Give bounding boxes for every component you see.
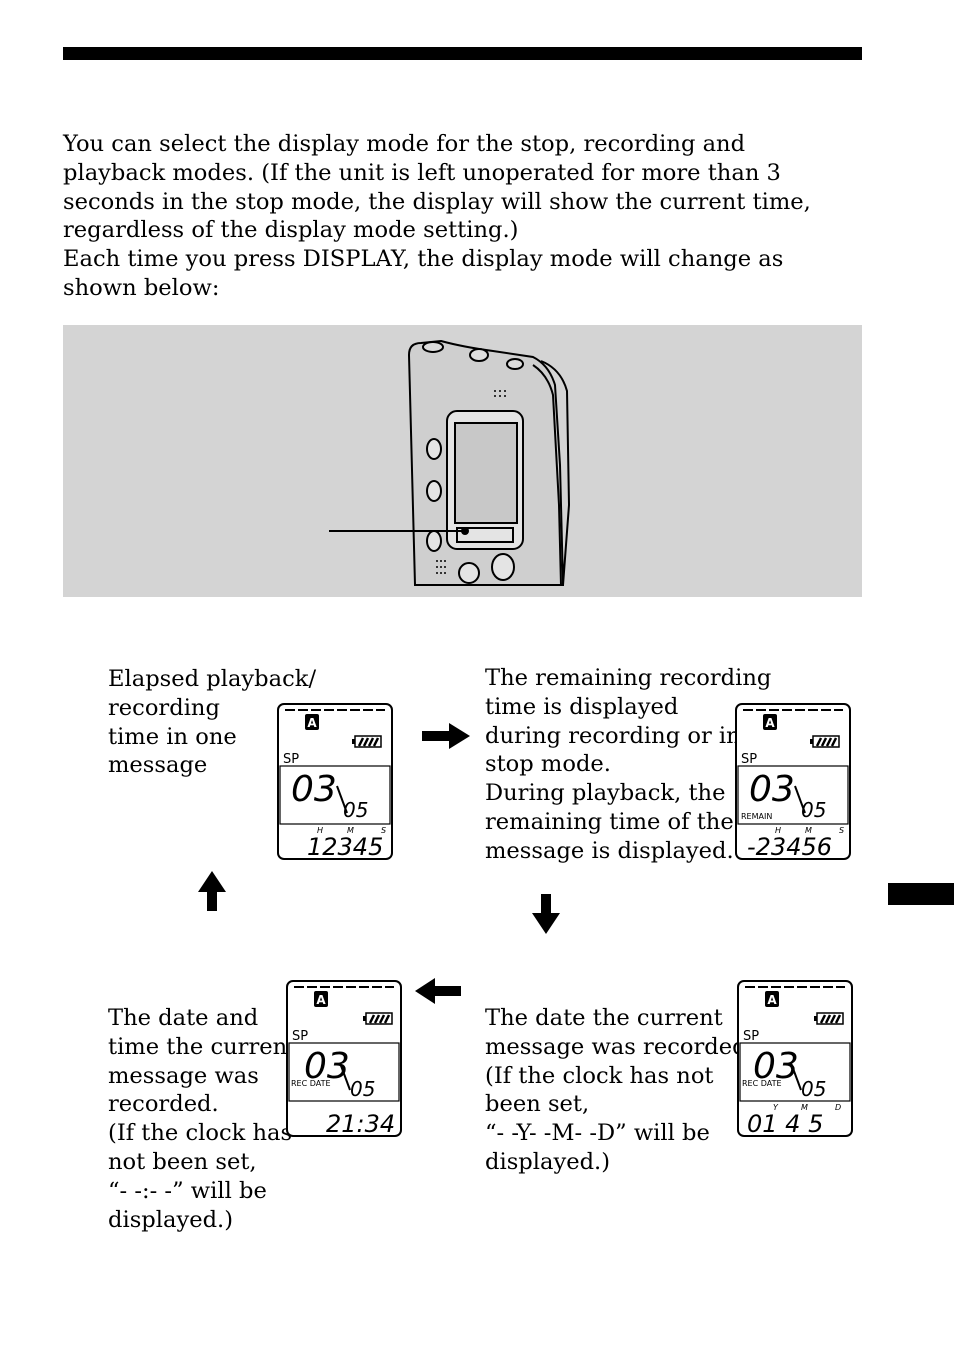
caption-line: message was recorded.: [485, 1033, 754, 1060]
caption-line: time is displayed: [485, 693, 679, 720]
mode-remaining-caption: The remaining recording time is displaye…: [485, 664, 771, 866]
arrow-left-icon: [415, 978, 461, 1004]
caption-line: “- -:- -” will be: [108, 1177, 267, 1204]
caption-line: displayed.): [108, 1206, 234, 1233]
caption-line: The date the current: [485, 1005, 723, 1031]
total-messages: 05: [801, 1077, 826, 1101]
arrow-up-icon: [198, 871, 226, 911]
mode-label: SP: [283, 752, 299, 767]
caption-line: recording: [108, 694, 220, 721]
sub-label: REC DATE: [742, 1079, 782, 1088]
caption-line: recorded.: [108, 1091, 219, 1118]
arrow-down-icon: [532, 894, 560, 934]
unit-label: M: [347, 826, 354, 835]
sub-label: REC DATE: [291, 1079, 331, 1088]
total-messages: 05: [350, 1077, 375, 1101]
caption-line: been set,: [485, 1091, 590, 1118]
mode-elapsed-caption: Elapsed playback/ recording time in one …: [108, 665, 316, 780]
arrow-right-icon: [422, 723, 470, 749]
total-messages: 05: [343, 798, 368, 822]
caption-line: remaining time of the: [485, 808, 734, 835]
time-value: -23456: [747, 833, 832, 860]
mode-rec-time-caption: The date and time the current message wa…: [108, 1004, 296, 1234]
caption-line: “- -Y- -M- -D” will be: [485, 1120, 710, 1147]
total-messages: 05: [801, 798, 826, 822]
mode-rec-date-caption: The date the current message was recorde…: [485, 1004, 754, 1177]
battery-icon: [810, 735, 840, 748]
caption-line: not been set,: [108, 1148, 257, 1175]
section-thumb-tab: [888, 883, 954, 905]
folder-label: A: [767, 993, 777, 1007]
folder-label: A: [316, 993, 326, 1007]
unit-label: M: [805, 826, 812, 835]
intro-text: You can select the display mode for the …: [63, 130, 853, 303]
device-illustration: [63, 325, 862, 597]
caption-line: during recording or in: [485, 722, 741, 749]
sub-label: REMAIN: [741, 812, 772, 821]
unit-label: H: [775, 826, 781, 835]
unit-label: S: [839, 826, 844, 835]
time-value: 21:34: [326, 1110, 395, 1137]
caption-line: Elapsed playback/: [108, 666, 317, 692]
caption-line: displayed.): [485, 1148, 611, 1175]
message-number: 03: [749, 769, 795, 810]
mode-label: SP: [292, 1029, 308, 1044]
lcd-display-remaining: A SP 03 05 REMAIN H M S -23456: [735, 703, 851, 860]
caption-line: (If the clock has not: [485, 1062, 714, 1089]
unit-label: H: [317, 826, 323, 835]
battery-icon: [814, 1012, 844, 1025]
intro-paragraph-1: You can select the display mode for the …: [63, 131, 811, 244]
caption-line: time the current: [108, 1033, 297, 1060]
caption-line: stop mode.: [485, 751, 611, 778]
battery-icon: [363, 1012, 393, 1025]
mode-label: SP: [741, 752, 757, 767]
intro-paragraph-2: Each time you press DISPLAY, the display…: [63, 246, 784, 301]
caption-line: message is displayed.: [485, 837, 734, 864]
caption-line: The date and: [108, 1005, 259, 1031]
voice-recorder-drawing: [329, 339, 571, 586]
battery-icon: [352, 735, 382, 748]
message-number: 03: [753, 1046, 799, 1087]
message-number: 03: [291, 769, 337, 810]
caption-line: During playback, the: [485, 780, 726, 807]
lcd-display-rec-time: A SP 03 05 REC DATE 21:34: [286, 980, 402, 1137]
folder-label: A: [307, 716, 317, 730]
time-value: 12345: [307, 833, 383, 860]
unit-label: D: [835, 1103, 841, 1112]
caption-line: message was: [108, 1062, 259, 1089]
caption-line: (If the clock has: [108, 1120, 293, 1147]
lcd-display-rec-date: A SP 03 05 REC DATE Y M D 01 4 5: [737, 980, 853, 1137]
caption-line: time in one: [108, 723, 237, 750]
date-value: 01 4 5: [747, 1110, 823, 1137]
caption-line: message: [108, 752, 208, 779]
unit-label: M: [801, 1103, 808, 1112]
mode-label: SP: [743, 1029, 759, 1044]
lcd-display-elapsed: A SP 03 05 H M S 12345: [277, 703, 393, 860]
folder-label: A: [765, 716, 775, 730]
section-header-bar: [63, 47, 862, 60]
caption-line: The remaining recording: [485, 665, 772, 691]
unit-label: S: [381, 826, 386, 835]
unit-label: Y: [773, 1103, 779, 1112]
